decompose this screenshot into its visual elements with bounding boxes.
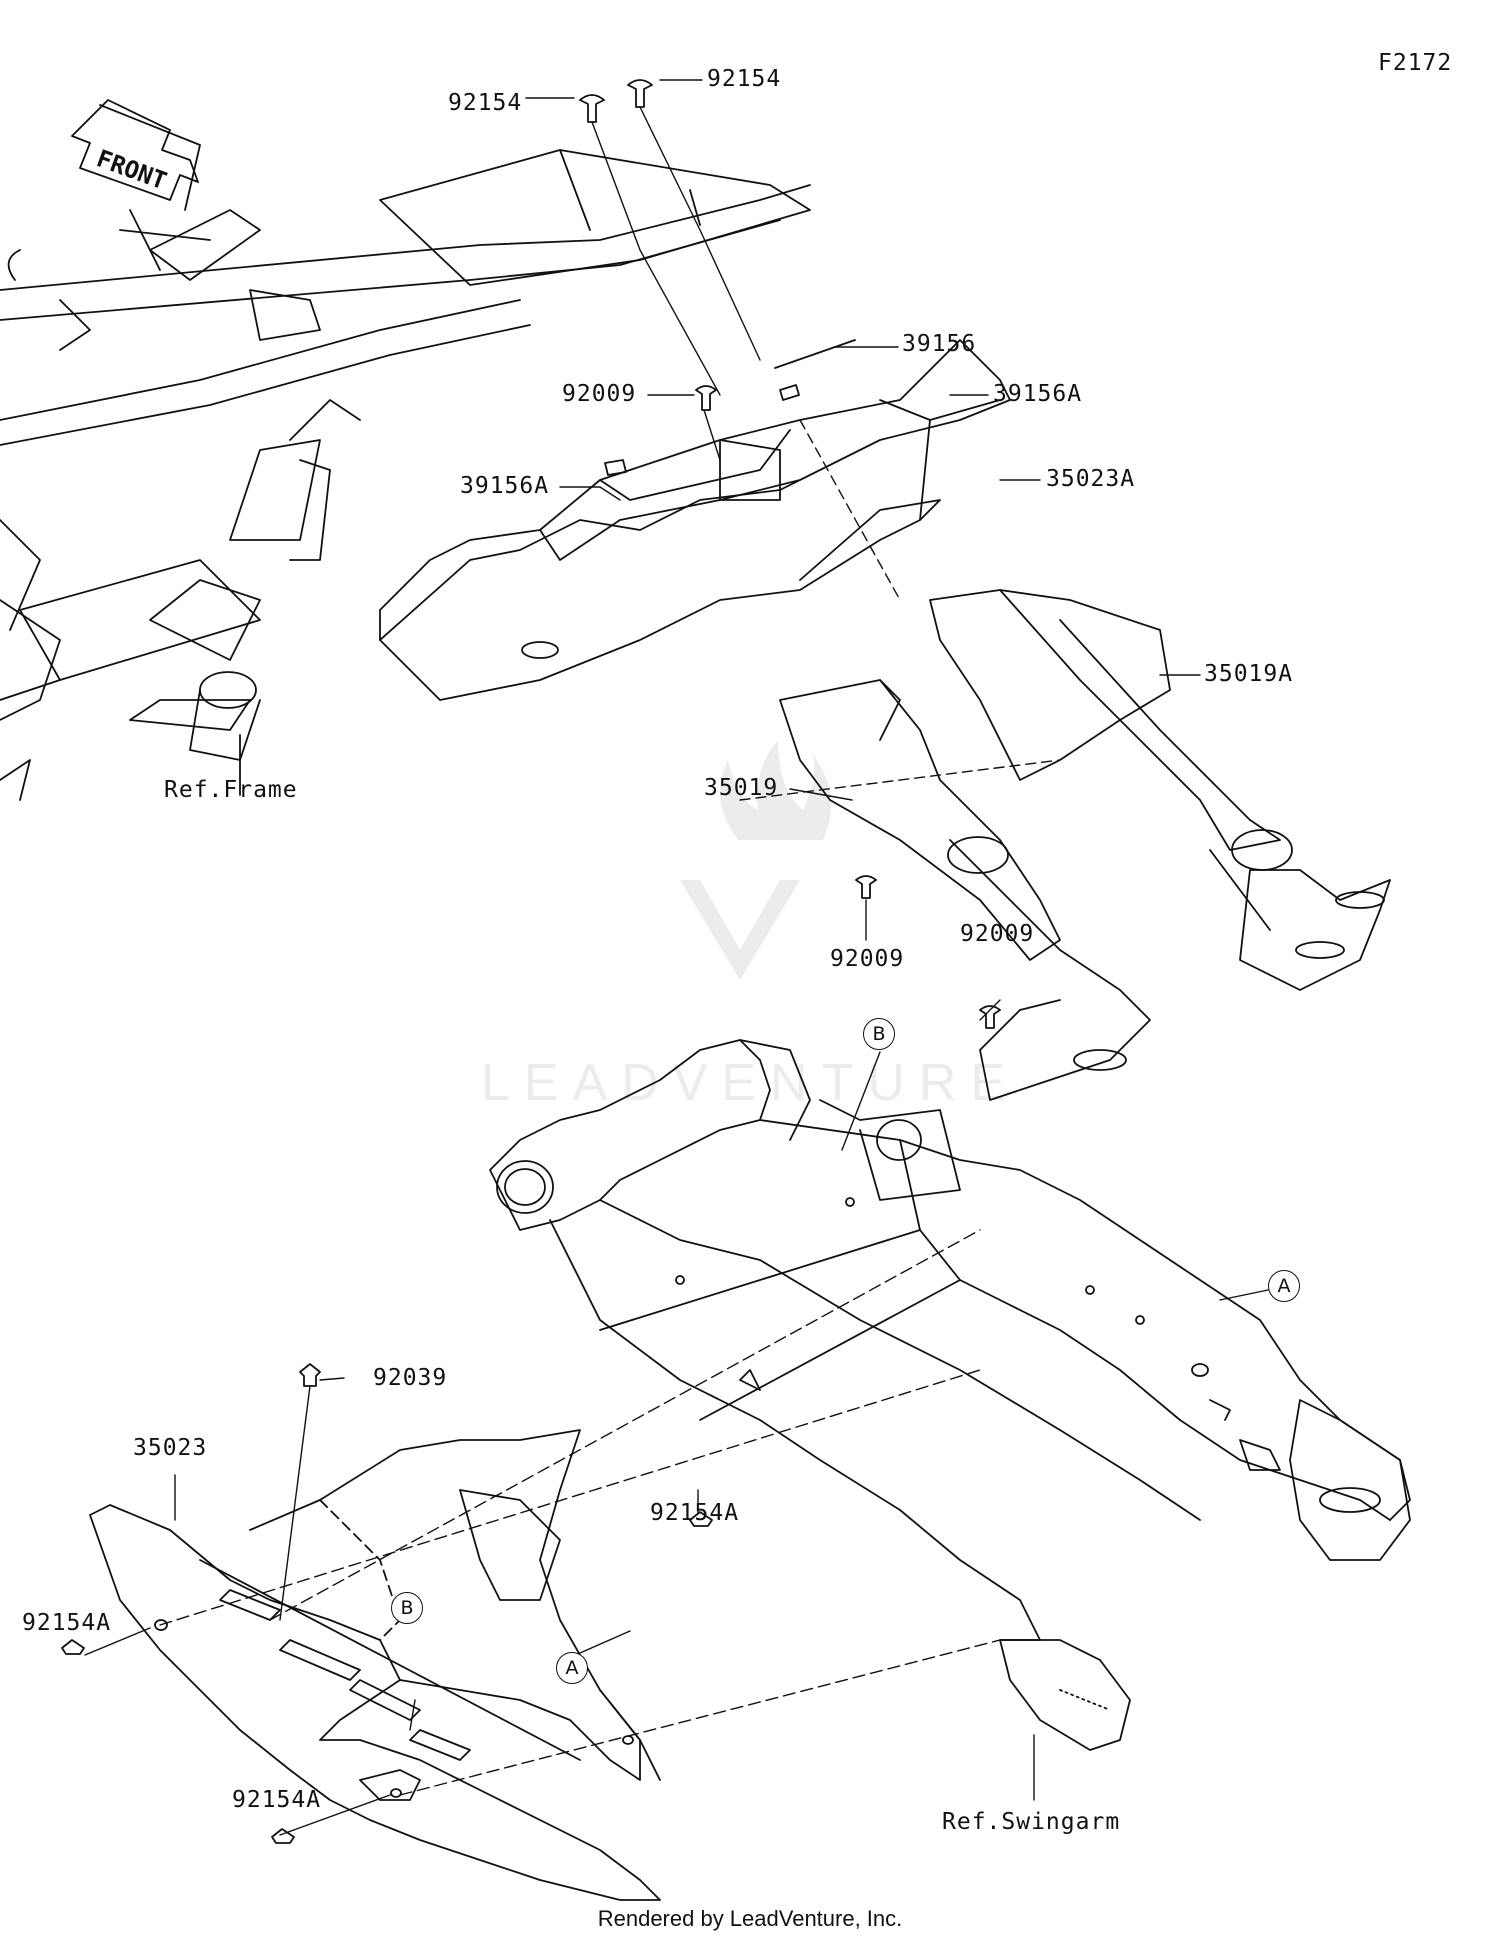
callout-b-cover: B [391,1592,423,1624]
part-label-92009-top[interactable]: 92009 [562,381,637,407]
leader-lines [84,79,1269,1836]
front-arrow-label: FRONT [93,144,170,195]
part-label-39156A-left[interactable]: 39156A [460,473,550,499]
watermark-text: LEADVENTURE [481,1054,1019,1112]
part-label-35019[interactable]: 35019 [704,775,779,801]
part-label-92154A-right[interactable]: 92154A [650,1500,740,1526]
chain-cover-35023 [89,1429,661,1901]
ref-frame-label[interactable]: Ref.Frame [164,777,298,803]
part-label-39156A-right[interactable]: 39156A [993,381,1083,407]
part-label-92009-mid[interactable]: 92009 [830,946,905,972]
watermark-logo [680,740,831,980]
rear-fender-assembly [379,339,1011,701]
part-label-92154A-left[interactable]: 92154A [22,1610,112,1636]
callout-a-cover: A [556,1652,588,1684]
side-cover-right-35019A [929,589,1391,991]
side-cover-left-35019 [779,679,1151,1101]
part-label-92154-left[interactable]: 92154 [448,90,523,116]
part-label-35023A[interactable]: 35023A [1046,466,1136,492]
frame-outline [0,149,811,801]
part-label-35023[interactable]: 35023 [133,1435,208,1461]
render-caption: Rendered by LeadVenture, Inc. [597,1906,903,1931]
figure-code: F2172 [1378,50,1453,76]
part-label-92154A-bottom[interactable]: 92154A [232,1787,322,1813]
part-label-92154-right[interactable]: 92154 [707,66,782,92]
swingarm [489,1039,1411,1751]
part-label-39156[interactable]: 39156 [902,331,977,357]
callout-a-swingarm: A [1268,1270,1300,1302]
part-label-35019A[interactable]: 35019A [1204,661,1294,687]
part-label-92009-right[interactable]: 92009 [960,921,1035,947]
fastener-icons [61,79,1001,1844]
callout-b-swingarm: B [863,1018,895,1050]
part-label-92039[interactable]: 92039 [373,1365,448,1391]
front-arrow-icon [71,99,201,211]
ref-swingarm-label[interactable]: Ref.Swingarm [942,1809,1121,1835]
